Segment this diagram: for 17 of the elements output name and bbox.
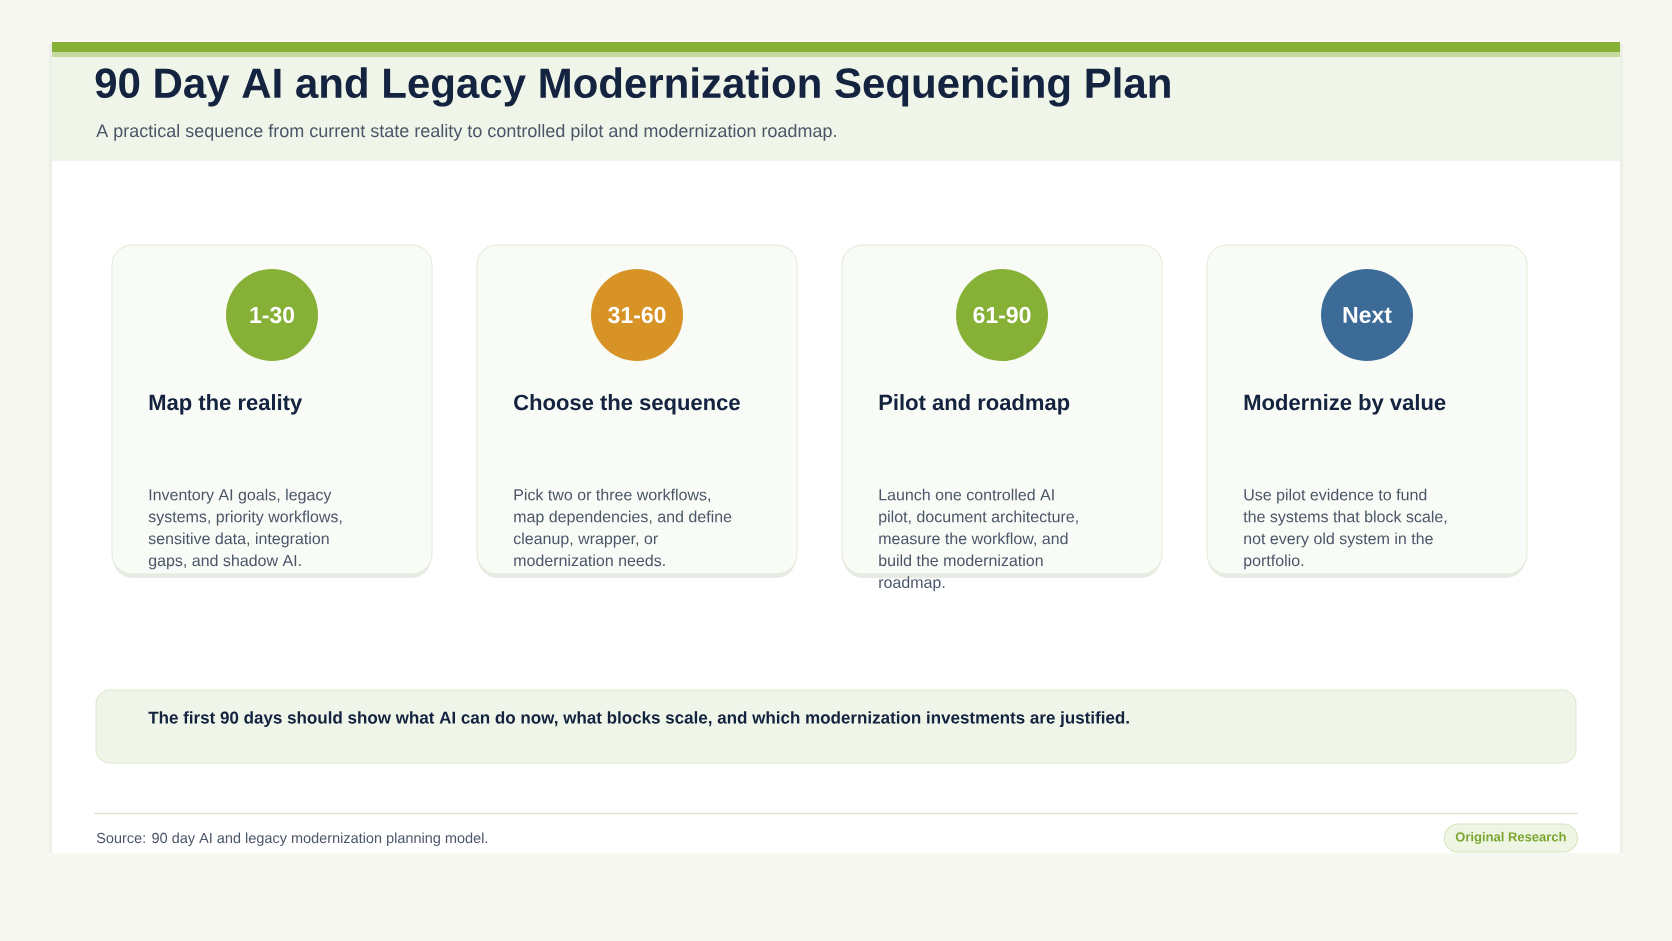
card-description: Pick two or three workflows, map dependencies, and define cleanup, wrapper, or modernization needs. xyxy=(513,488,732,567)
card-heading: Modernize by value xyxy=(1244,394,1446,415)
subtitle: A practical sequence from current state reality to controlled pilot and modernization roadmap. xyxy=(96,123,836,141)
phase-badge: 1-30 xyxy=(226,269,318,361)
tag-pill: Original Research xyxy=(1443,823,1578,853)
callout-box: The first 90 days should show what AI can do now, what blocks scale, and which modernization investments are justified. xyxy=(95,689,1577,764)
title: 90 Day AI and Legacy Modernization Sequencing Plan xyxy=(95,67,1170,107)
card-description: Use pilot evidence to fund the systems that block scale, not every old system in the portfolio. xyxy=(1243,488,1447,570)
phase-badge: 61-90 xyxy=(956,269,1048,361)
card-heading: Choose the sequence xyxy=(514,394,740,415)
card-description: Launch one controlled AI pilot, document architecture, measure the workflow, and build the modernization roadmap. xyxy=(879,488,1078,592)
card-description: Inventory AI goals, legacy systems, priority workflows, sensitive data, integration gaps, and shadow AI. xyxy=(148,488,342,570)
source-note: Source: 90 day AI and legacy modernization planning model. xyxy=(96,832,488,846)
card-heading: Map the reality xyxy=(149,394,303,415)
phase-badge: 31-60 xyxy=(591,269,683,361)
card-heading: Pilot and roadmap xyxy=(879,394,1070,415)
phase-badge: Next xyxy=(1321,269,1413,361)
